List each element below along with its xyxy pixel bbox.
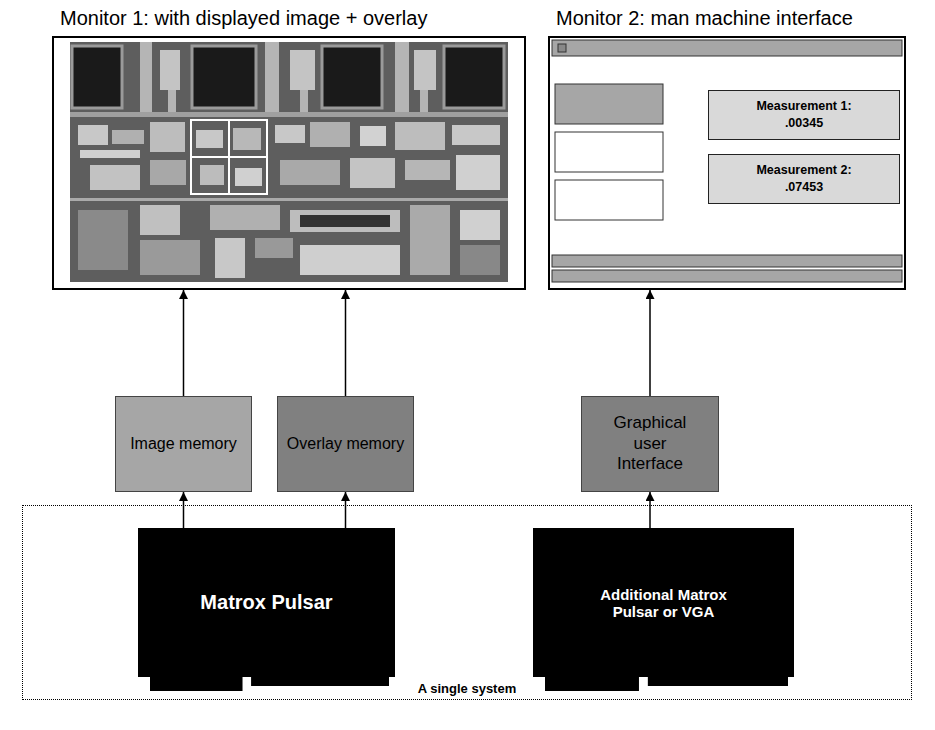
chip-trace — [168, 90, 176, 115]
node-text: Measurement 1: — [756, 98, 851, 115]
node-text: Image memory — [130, 434, 237, 453]
board-card: Matrox Pulsar — [138, 528, 395, 691]
chip-cell — [150, 160, 186, 185]
measurement-box: Measurement 1:.00345 — [708, 90, 900, 140]
chip-trace — [395, 42, 409, 112]
chip-pad — [192, 46, 256, 108]
chip-cell — [360, 126, 386, 146]
chip-trace — [414, 50, 436, 90]
chip-cell — [255, 238, 293, 258]
screen-ground — [548, 36, 906, 290]
chip-pad — [444, 46, 504, 108]
chip-cell — [140, 205, 180, 235]
card-connector — [251, 675, 389, 686]
chip-trace — [70, 198, 508, 201]
measurement-box: Measurement 2:.07453 — [708, 154, 900, 204]
chip-cell — [196, 130, 223, 148]
chip-cell — [275, 125, 305, 143]
card-connector — [648, 675, 788, 686]
chip-cell — [150, 122, 185, 152]
card-body — [138, 528, 395, 677]
chip-cell — [235, 168, 262, 186]
chip-trace — [300, 90, 308, 115]
status-bar — [552, 270, 902, 282]
chip-image — [70, 42, 508, 282]
board-card: Additional Matrox Pulsar or VGA — [533, 528, 794, 691]
chip-cell — [210, 205, 280, 230]
overlay-grid — [191, 120, 267, 194]
title-bar — [552, 40, 902, 56]
arrow-connector — [183, 492, 185, 528]
chip-cell — [395, 122, 445, 150]
chip-cell — [452, 125, 500, 145]
memory-box: Overlay memory — [277, 396, 414, 492]
chip-cell — [460, 245, 500, 275]
chip-trace — [140, 42, 152, 112]
gui-mockup — [552, 40, 902, 282]
chip-trace — [160, 50, 180, 90]
memory-box: Image memory — [115, 396, 252, 492]
chip-cell — [80, 150, 140, 158]
gui-button — [555, 180, 663, 220]
overlay-line — [191, 156, 267, 158]
chip-cell — [290, 210, 400, 232]
chip-cell — [460, 210, 500, 240]
system-boundary: A single system Matrox Pulsar Additional M… — [22, 505, 912, 700]
chip-cell — [310, 122, 350, 147]
monitor-screen: Monitor 1: with displayed image + overla… — [52, 36, 526, 290]
chip-pad — [322, 46, 382, 108]
chip-trace — [420, 90, 428, 115]
chip-pad — [72, 46, 122, 108]
node-text: .07453 — [785, 179, 823, 196]
node-text: Measurement 2: — [756, 162, 851, 179]
status-bar — [552, 255, 902, 267]
arrow-connector — [183, 290, 185, 396]
arrow-connector — [649, 492, 651, 528]
node-text: A single system — [418, 681, 517, 699]
node-text: Overlay memory — [287, 434, 404, 453]
chip-cell — [200, 165, 224, 185]
card-connector — [545, 675, 639, 691]
chip-cell — [78, 125, 108, 145]
chip-trace — [70, 112, 508, 117]
chip-cell — [233, 128, 261, 150]
chip-cell — [215, 238, 245, 278]
monitor-screen: Monitor 2: man machine interfaceMeasurem… — [548, 36, 906, 290]
gui-box: Graphical user Interface — [581, 396, 719, 492]
chip-cell — [350, 158, 395, 188]
node-text: Matrox Pulsar — [200, 591, 332, 614]
chip-trace — [290, 50, 315, 90]
chip-cell — [112, 130, 144, 144]
card-body — [533, 528, 794, 677]
chip-cell — [280, 160, 340, 185]
chip-trace — [265, 42, 279, 112]
chip-cell — [405, 160, 450, 180]
chip-cell — [78, 210, 128, 270]
node-text: Graphical user Interface — [602, 413, 698, 474]
screen-ground — [52, 36, 526, 290]
node-text: .00345 — [785, 115, 823, 132]
chip-ground — [70, 42, 508, 282]
gui-button — [555, 132, 663, 172]
chip-cell — [140, 240, 200, 275]
node-text: Monitor 2: man machine interface — [556, 7, 853, 30]
window-icon — [558, 44, 566, 52]
chip-cell — [410, 205, 450, 275]
arrow-connector — [649, 290, 651, 396]
chip-cell — [90, 165, 140, 190]
node-text: Additional Matrox Pulsar or VGA — [579, 586, 749, 620]
chip-cell — [456, 155, 500, 190]
chip-cell — [300, 245, 400, 275]
arrow-connector — [345, 290, 347, 396]
node-text: Monitor 1: with displayed image + overla… — [60, 7, 427, 30]
chip-cell — [300, 215, 390, 227]
overlay-frame — [191, 120, 267, 194]
arrow-connector — [345, 492, 347, 528]
card-connector — [150, 675, 243, 691]
gui-button — [555, 84, 663, 124]
